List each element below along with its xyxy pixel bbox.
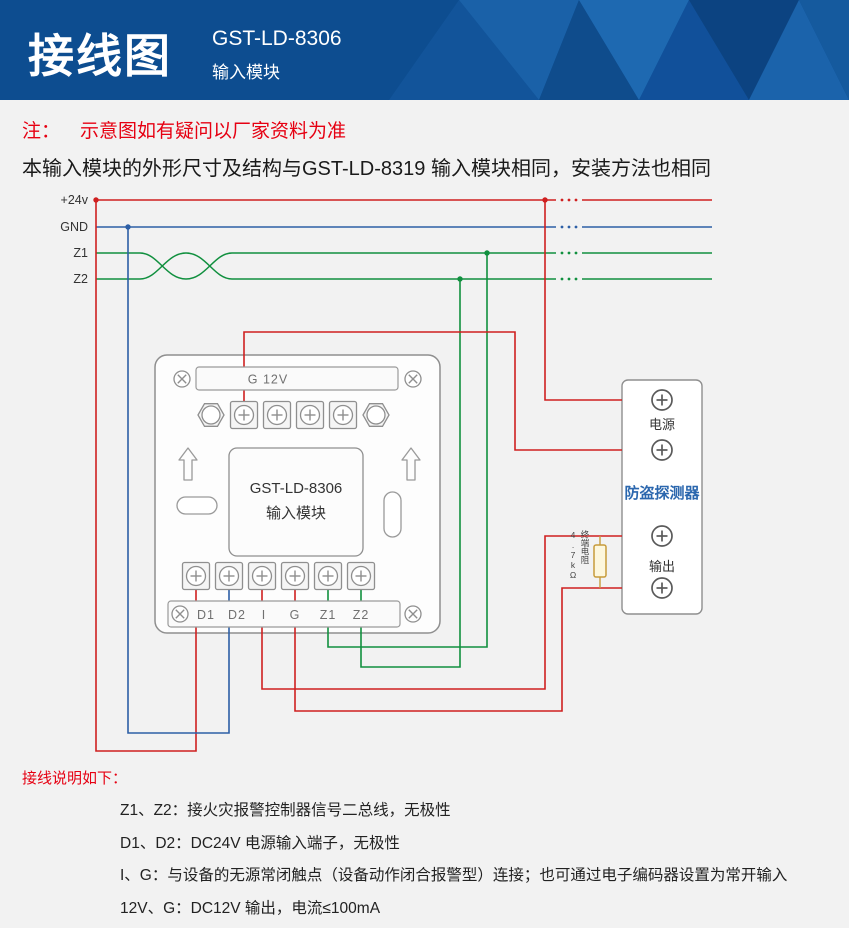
- instruction-item: I、G：与设备的无源常闭触点（设备动作闭合报警型）连接；也可通过电子编码器设置为…: [120, 867, 788, 885]
- detector-box: [621, 379, 703, 615]
- note-line: 注： 示意图如有疑问以厂家资料为准: [22, 116, 849, 143]
- bus-line-gnd: [96, 225, 712, 229]
- top-terminal: [295, 400, 325, 430]
- header-pattern: [389, 0, 849, 100]
- mounting-slot: [383, 491, 402, 538]
- module-name-box: [228, 447, 364, 557]
- note-description: 本输入模块的外形尺寸及结构与GST-LD-8319 输入模块相同，安装方法也相同: [22, 158, 711, 180]
- bottom-terminal-g: [280, 561, 310, 591]
- bus-label-gnd: GND: [60, 220, 88, 234]
- module-top-strip: [195, 366, 399, 391]
- bottom-terminal-z1: [313, 561, 343, 591]
- wire-topg-to-power: [243, 331, 622, 451]
- detector-output-label: 输出: [649, 559, 675, 574]
- terminal-label-z1: Z1: [320, 608, 337, 622]
- wiring-diagram: +24v GND Z1 Z2 G 12V: [60, 193, 712, 752]
- instructions-heading: 接线说明如下：: [22, 770, 128, 787]
- page-title: 接线图: [28, 30, 172, 82]
- note-block: 注： 示意图如有疑问以厂家资料为准 本输入模块的外形尺寸及结构与GST-LD-83…: [22, 116, 849, 181]
- terminal-label-z2: Z2: [353, 608, 370, 622]
- module-type-label: 输入模块: [266, 505, 326, 522]
- detector-output-terminal: [651, 525, 673, 547]
- instruction-item: 12V、G：DC12V 输出，电流≤100mA: [120, 900, 381, 918]
- detector-name: 防盗探测器: [624, 484, 700, 502]
- terminal-label-i: I: [262, 608, 266, 622]
- top-terminal: [197, 403, 225, 427]
- terminal-label-g: G: [290, 608, 301, 622]
- terminal-resistor: [593, 536, 607, 588]
- mounting-slot: [176, 496, 218, 515]
- top-terminal: [362, 403, 390, 427]
- resistor-name-label: 终端电阻: [580, 529, 590, 565]
- bus-line-z1: [96, 251, 712, 280]
- bus-label-z1: Z1: [73, 246, 88, 260]
- instruction-item: Z1、Z2：接火灾报警控制器信号二总线，无极性: [120, 802, 451, 819]
- up-arrow-icon: [401, 447, 421, 481]
- header-subtitle: 输入模块: [212, 63, 280, 83]
- resistor-value-label: 4.7kΩ: [568, 530, 578, 580]
- wire-24v-to-d1: [95, 200, 197, 752]
- detector-power-terminal: [651, 439, 673, 461]
- bottom-terminal-z2: [346, 561, 376, 591]
- corner-screw-icon: [171, 605, 189, 623]
- header-model: GST-LD-8306: [212, 27, 342, 50]
- bottom-terminal-d2: [214, 561, 244, 591]
- detector-power-terminal: [651, 389, 673, 411]
- wire-z2-bus-to-z2: [360, 279, 461, 668]
- note-label: 注：: [22, 121, 61, 142]
- bus-label-24v: +24v: [61, 193, 89, 207]
- up-arrow-icon: [178, 447, 198, 481]
- wire-g-to-output: [294, 587, 622, 712]
- bottom-terminal-d1: [181, 561, 211, 591]
- bus-label-z2: Z2: [73, 272, 88, 286]
- top-terminal: [328, 400, 358, 430]
- bus-line-24v: [96, 198, 712, 202]
- wire-i-to-output: [261, 535, 622, 690]
- note-warning: 示意图如有疑问以厂家资料为准: [80, 121, 347, 142]
- module-top-strip-label: G 12V: [248, 373, 288, 387]
- instruction-item: D1、D2：DC24V 电源输入端子，无极性: [120, 834, 400, 852]
- module-model-label: GST-LD-8306: [250, 480, 343, 497]
- terminal-label-d1: D1: [197, 608, 215, 622]
- corner-screw-icon: [404, 605, 422, 623]
- top-terminal-g: [229, 400, 259, 430]
- instructions-section: 接线说明如下： Z1、Z2：接火灾报警控制器信号二总线，无极性 D1、D2：DC…: [22, 767, 849, 920]
- terminal-label-d2: D2: [228, 608, 246, 622]
- bus-line-z2: [96, 252, 712, 281]
- header-banner: 接线图 GST-LD-8306 输入模块: [0, 0, 849, 100]
- module-bottom-strip: [167, 600, 401, 628]
- corner-screw-icon: [173, 370, 191, 388]
- corner-screw-icon: [404, 370, 422, 388]
- detector-output-terminal: [651, 577, 673, 599]
- detector-power-label: 电源: [649, 417, 675, 432]
- wire-24v-to-power: [544, 200, 622, 401]
- wire-gnd-to-d2: [127, 227, 230, 734]
- top-terminal-12v: [262, 400, 292, 430]
- bottom-terminal-i: [247, 561, 277, 591]
